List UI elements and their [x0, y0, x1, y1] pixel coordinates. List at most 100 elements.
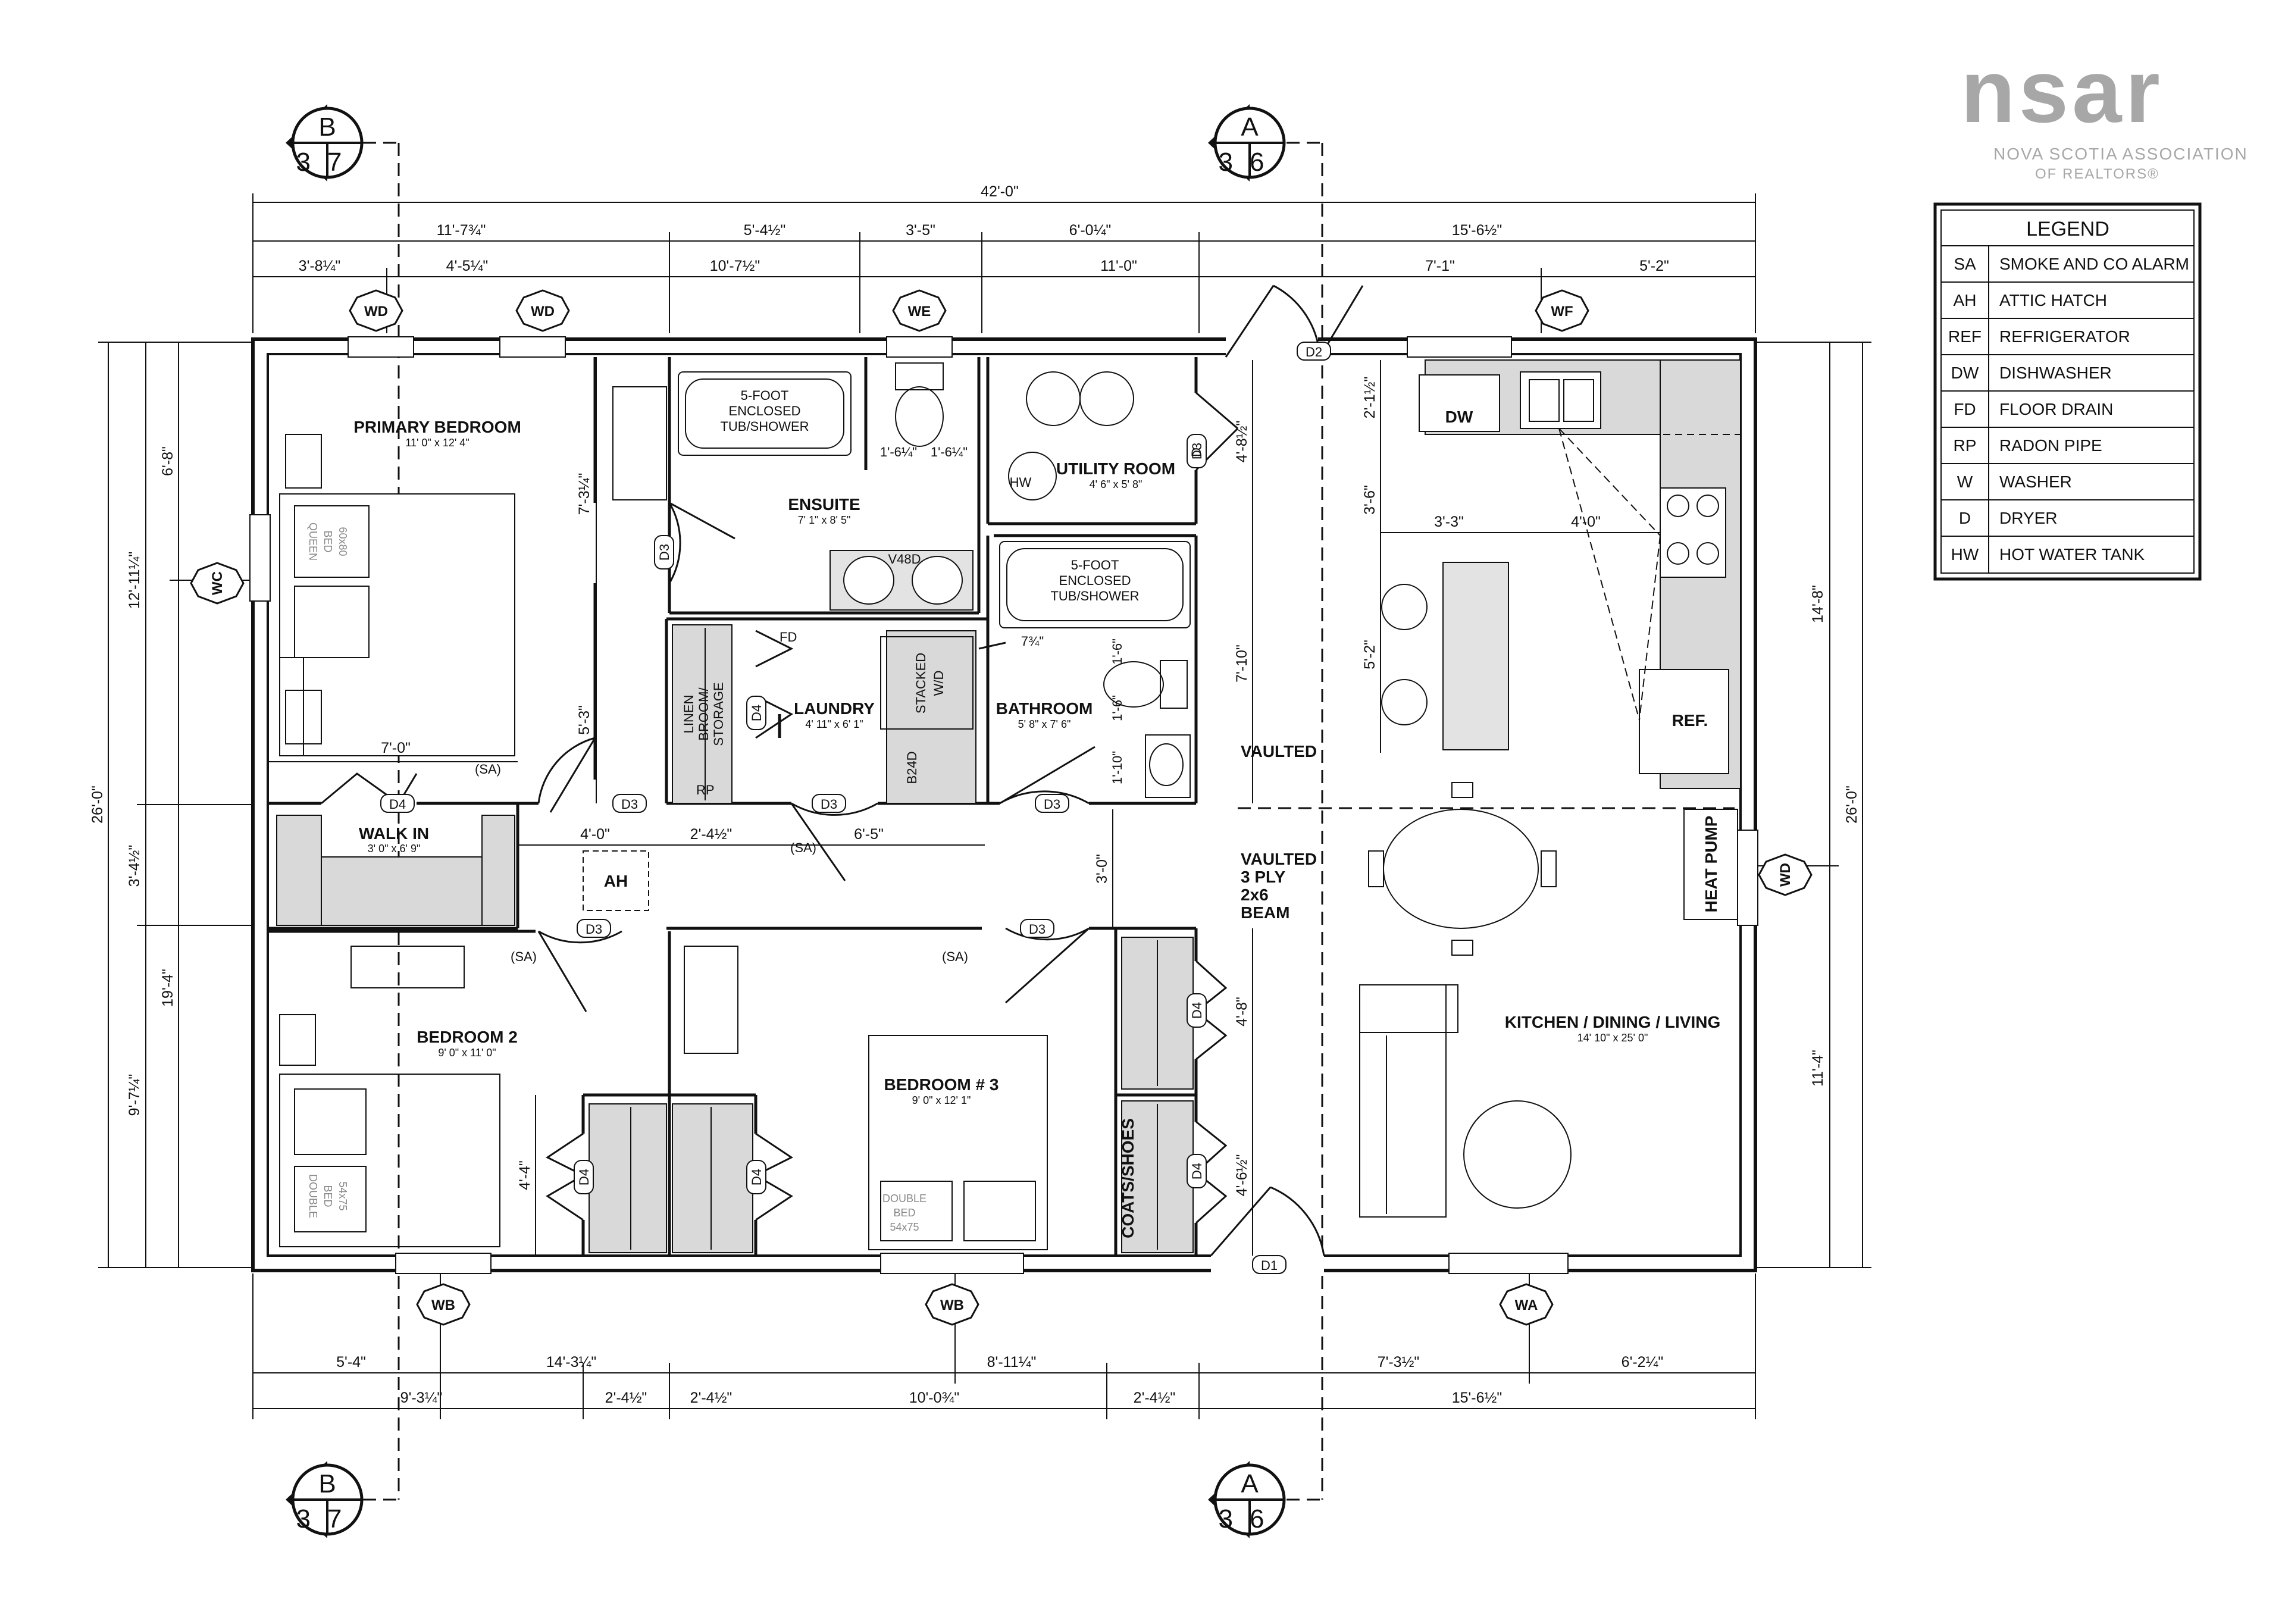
svg-text:7¾": 7¾": [1021, 634, 1044, 649]
bed-label: DOUBLE: [882, 1193, 926, 1204]
stacked-label: W/D: [931, 671, 946, 696]
svg-text:7'-10": 7'-10": [1234, 644, 1250, 683]
legend-code: SA: [1954, 255, 1976, 273]
vanity-label: B24D: [904, 751, 919, 784]
bed-label: QUEEN: [307, 522, 319, 561]
linen-label: BROOM/: [696, 687, 711, 741]
svg-text:WB: WB: [431, 1297, 455, 1313]
beam-label: 3 PLY: [1241, 868, 1286, 886]
window-tag-wb: WB: [925, 1283, 979, 1326]
svg-text:4'-6½": 4'-6½": [1234, 1154, 1250, 1197]
section-cut-lines: [363, 142, 1735, 1501]
bed-label: 54x75: [337, 1181, 349, 1210]
vaulted-label: VAULTED: [1241, 742, 1317, 761]
door-tag: D3: [1029, 922, 1046, 937]
svg-text:1'-6": 1'-6": [1110, 639, 1125, 665]
section-marker-b-top: B 37: [286, 104, 364, 182]
logo-line1: NOVA SCOTIA ASSOCIATION: [1993, 145, 2248, 163]
work-triangle: [1558, 428, 1661, 721]
svg-text:5'-3": 5'-3": [576, 705, 593, 735]
legend-code: W: [1957, 473, 1973, 491]
windows: [249, 336, 1758, 1274]
door-tag: D4: [577, 1169, 591, 1185]
room-name: ENSUITE: [788, 495, 860, 514]
room-name: BEDROOM # 3: [884, 1075, 999, 1094]
coat-closet-label: COATS/SHOES: [1119, 1118, 1137, 1238]
dim-right: 11'-4": [1810, 1050, 1826, 1087]
legend-label: DISHWASHER: [1999, 364, 2112, 382]
radon-pipe-label: RP: [696, 783, 715, 797]
legend-label: HOT WATER TANK: [1999, 545, 2145, 564]
door-tag: D4: [749, 705, 764, 721]
svg-text:1'-6¼": 1'-6¼": [931, 445, 968, 459]
legend-label: RADON PIPE: [1999, 436, 2102, 455]
dim-top: 5'-4½": [744, 222, 786, 239]
room-size: 7' 1" x 8' 5": [798, 514, 851, 526]
dim-top: 11'-0": [1100, 258, 1137, 274]
svg-text:WD: WD: [1777, 863, 1793, 887]
svg-text:5'-2": 5'-2": [1361, 640, 1378, 669]
bed-label: 54x75: [890, 1221, 919, 1233]
dim-left: 12'-11¼": [126, 552, 143, 609]
tub-label: TUB/SHOWER: [720, 419, 809, 434]
interior-dimension-lines: [268, 357, 1660, 1256]
dim-top: 5'-2": [1639, 258, 1669, 274]
section-number: 37: [296, 148, 359, 177]
dim-bottom: 10'-0¾": [909, 1390, 960, 1406]
fixtures: [279, 362, 1738, 1250]
floor-drain-label: FD: [780, 630, 797, 644]
room-size: 14' 10" x 25' 0": [1577, 1032, 1648, 1044]
dim-top: 4'-5¼": [446, 258, 489, 274]
room-name: KITCHEN / DINING / LIVING: [1505, 1013, 1720, 1031]
dim-top: 3'-8¼": [299, 258, 341, 274]
beam-label: VAULTED: [1241, 850, 1317, 868]
beam-label: 2x6: [1241, 885, 1269, 904]
dimension-labels: 42'-0" 11'-7¾" 5'-4½" 3'-5" 6'-0¼" 15'-6…: [89, 183, 1860, 1406]
tub-label: ENCLOSED: [728, 403, 800, 418]
svg-text:1'-10": 1'-10": [1110, 751, 1125, 784]
dim-left: 9'-7¼": [126, 1074, 143, 1116]
legend-code: RP: [1954, 436, 1977, 455]
section-number: 36: [1219, 1504, 1281, 1534]
dim-bottom: 2'-4½": [690, 1390, 733, 1406]
section-letter: A: [1241, 1469, 1259, 1498]
beam-label: BEAM: [1241, 903, 1289, 922]
dim-top: 7'-1": [1425, 258, 1455, 274]
room-name: PRIMARY BEDROOM: [353, 418, 521, 436]
legend-label: REFRIGERATOR: [1999, 327, 2130, 346]
dim-top: 15'-6½": [1452, 222, 1503, 239]
smoke-alarm-label: (SA): [511, 949, 537, 964]
legend: LEGEND SA SMOKE AND CO ALARM AH ATTIC HA…: [1933, 202, 2202, 581]
bed-label: BED: [893, 1207, 915, 1219]
door-tag: D3: [1044, 797, 1060, 812]
room-name: BEDROOM 2: [417, 1028, 518, 1046]
bed-label: BED: [322, 530, 334, 552]
svg-text:WA: WA: [1515, 1297, 1538, 1313]
door-tag: D3: [586, 922, 602, 937]
window-tags: WD WD WE WF WC WD WB WB: [190, 289, 1813, 1326]
window-tag-wa: WA: [1499, 1283, 1554, 1326]
window-tag-wb: WB: [416, 1283, 471, 1326]
dim-bottom: 2'-4½": [1134, 1390, 1176, 1406]
svg-text:3'-6": 3'-6": [1361, 485, 1378, 515]
section-marker-a-bottom: A 36: [1208, 1461, 1286, 1538]
dim-bottom: 7'-3½": [1378, 1354, 1420, 1370]
legend-label: FLOOR DRAIN: [1999, 400, 2113, 418]
legend-label: SMOKE AND CO ALARM: [1999, 255, 2189, 273]
room-size: 9' 0" x 11' 0": [438, 1047, 496, 1059]
section-letter: A: [1241, 112, 1259, 142]
legend-code: DW: [1951, 364, 1979, 382]
interior-dimension-labels: 7'-3¼" 5'-3" 7'-0" 4'-0" 2'-4½" 6'-5" 3'…: [381, 377, 1601, 1197]
svg-text:2'-1½": 2'-1½": [1361, 377, 1378, 419]
vanity-label: V48D: [888, 552, 921, 567]
bed-label: BED: [322, 1185, 334, 1207]
dim-left: 6'-8": [159, 446, 176, 476]
door-tag: D4: [749, 1169, 764, 1185]
svg-text:4'-8½": 4'-8½": [1234, 421, 1250, 463]
window-tag-we: WE: [892, 289, 947, 332]
legend-code: D: [1959, 509, 1971, 527]
attic-hatch-label: AH: [604, 872, 628, 890]
logo-line2: OF REALTORS®: [2035, 166, 2159, 182]
room-name: UTILITY ROOM: [1056, 459, 1175, 478]
